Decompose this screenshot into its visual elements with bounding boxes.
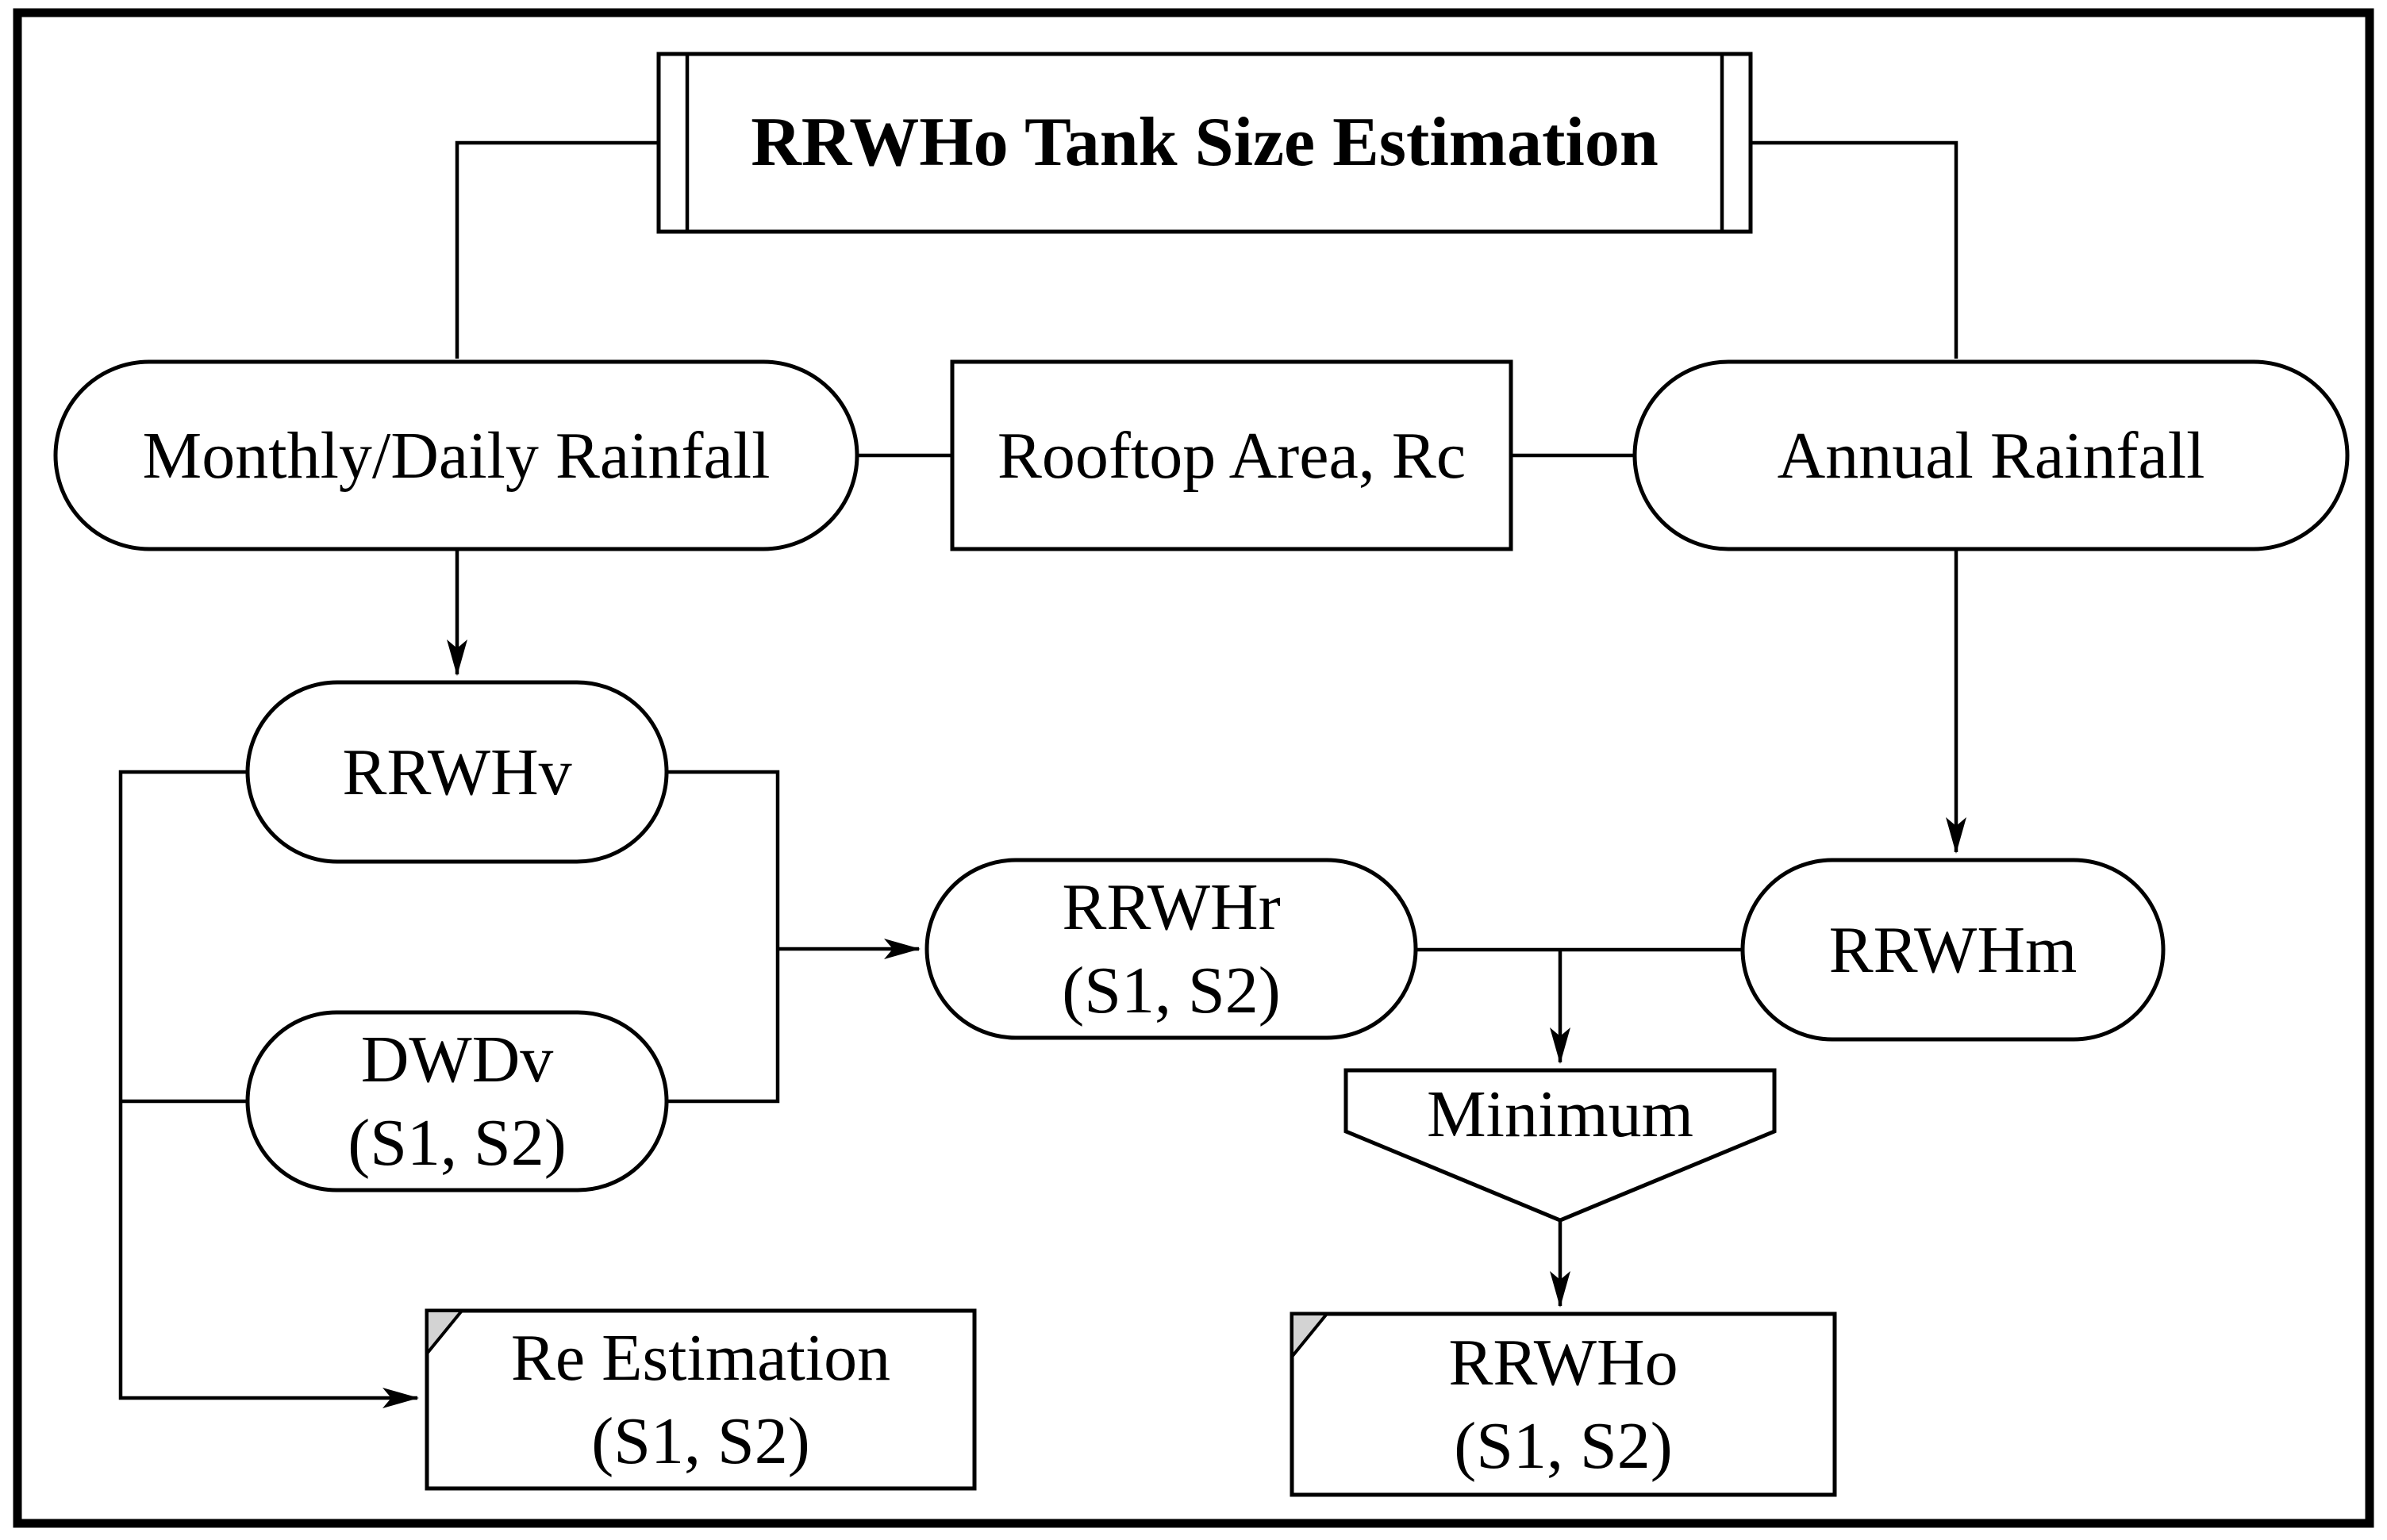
node-minimum-shape (1343, 1068, 1777, 1223)
node-rrwhr-shape (924, 858, 1418, 1040)
node-annual-shape (1632, 359, 2350, 551)
node-rooftop-shape (950, 359, 1513, 551)
node-dwdv-shape (245, 1010, 669, 1192)
connector-title-to-monthly (455, 140, 659, 359)
folded-corner-icon (425, 1309, 466, 1358)
node-re-estimation-shape (425, 1308, 977, 1491)
connector-title-to-annual (1751, 140, 1958, 359)
node-rrwhm-shape (1740, 858, 2166, 1042)
node-rrwho-shape (1290, 1311, 1837, 1497)
arrow-to-re-estimation (118, 770, 419, 1408)
connector-rrwhv-dwdv-right-bracket (667, 770, 780, 1104)
node-monthly-shape (53, 359, 859, 551)
folded-corner-icon (1290, 1312, 1331, 1361)
node-title-shape (656, 52, 1753, 234)
node-rrwhv-shape (245, 680, 669, 864)
outer-border (13, 8, 2374, 1528)
